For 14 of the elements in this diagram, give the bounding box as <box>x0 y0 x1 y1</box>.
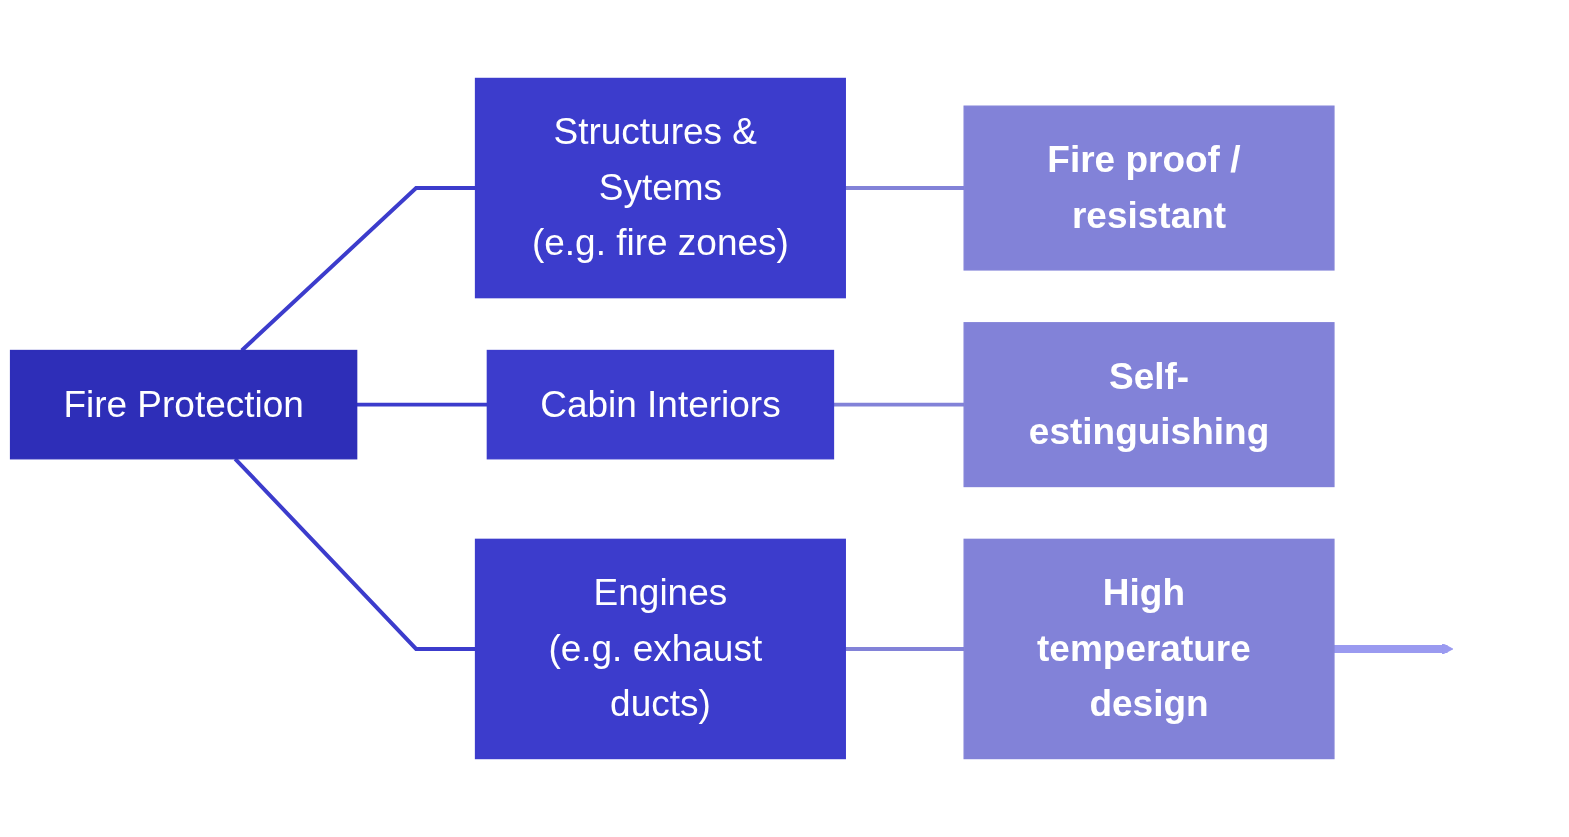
node-box: Engines (e.g. exhaust ducts) <box>474 538 846 760</box>
node-box: Self-estinguishing <box>963 322 1335 488</box>
connector <box>356 402 488 407</box>
arrow <box>1333 643 1454 655</box>
node-box: Fire proof / resistant <box>963 105 1335 271</box>
node-box: Cabin Interiors <box>486 349 835 460</box>
connector <box>845 646 965 651</box>
node-box: High temperature design <box>963 538 1335 760</box>
node-box: Fire Protection <box>9 349 358 460</box>
connector <box>240 186 476 352</box>
connector <box>833 402 965 407</box>
connector <box>233 457 476 651</box>
connector <box>845 186 965 191</box>
node-box: Structures & Sytems (e.g. fire zones) <box>474 77 846 299</box>
